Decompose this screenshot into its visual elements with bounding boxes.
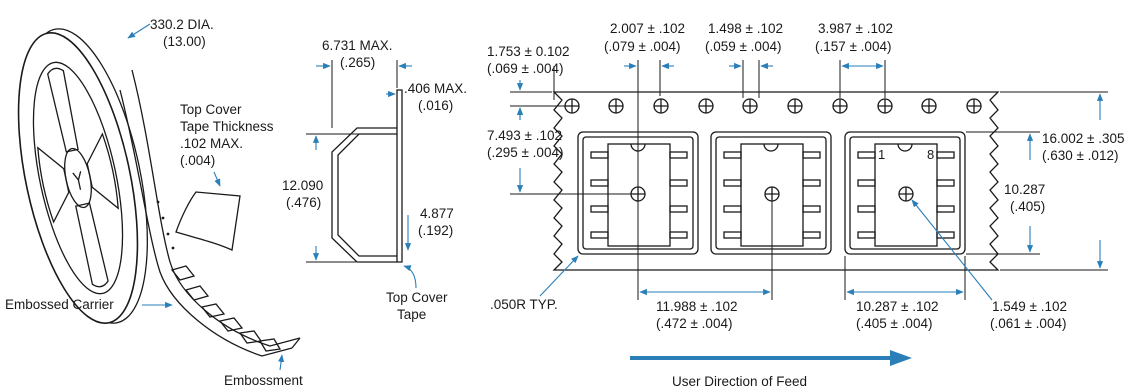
tape-outline bbox=[552, 91, 1000, 271]
reel-diameter-leader bbox=[127, 23, 151, 39]
feed-direction-arrow bbox=[630, 350, 912, 366]
cover-max-mm: .406 MAX. bbox=[404, 81, 467, 96]
cover-thickness-line1: Top Cover bbox=[180, 102, 242, 117]
pin-8-label: 8 bbox=[927, 147, 934, 162]
reel-sprocket-dots bbox=[156, 200, 175, 250]
pocket-width-in: (.405) bbox=[1010, 199, 1045, 214]
cover-thickness-line3: .102 MAX. bbox=[180, 136, 243, 151]
embossment-label: Embossment bbox=[224, 373, 303, 388]
sprocket-holes bbox=[564, 98, 982, 114]
reel-diameter-mm: 330.2 DIA. bbox=[150, 17, 214, 32]
height-mm: 12.090 bbox=[282, 178, 323, 193]
hole-to-center-in: (.295 ± .004) bbox=[487, 145, 563, 160]
cover-thickness-leader bbox=[213, 171, 221, 187]
peeled-cover-tape bbox=[175, 191, 241, 251]
reel-inner-ring bbox=[32, 61, 124, 295]
pocket-len-mm: 10.287 ± .102 bbox=[856, 299, 938, 314]
depth-in: (.192) bbox=[418, 223, 453, 238]
depth-mm: 4.877 bbox=[420, 206, 454, 221]
center-hole-mm: 1.549 ± .102 bbox=[992, 299, 1067, 314]
carrier-tape bbox=[552, 91, 1000, 271]
tape-width-mm: 16.002 ± .305 bbox=[1042, 131, 1124, 146]
radius-leader bbox=[539, 255, 579, 297]
width-max-mm: 6.731 MAX. bbox=[322, 38, 393, 53]
pocket-len-extension bbox=[844, 256, 966, 300]
cover-tape-line1: Top Cover bbox=[386, 290, 448, 305]
sprocket-offset-mm: 1.753 ± 0.102 bbox=[487, 44, 569, 59]
center-hole-leader bbox=[911, 199, 993, 301]
sprocket-hole bbox=[832, 98, 848, 114]
hole-to-center-mm: 7.493 ± .102 bbox=[487, 128, 562, 143]
height-in: (.476) bbox=[286, 195, 321, 210]
sprocket-hole bbox=[564, 98, 580, 114]
hole-pitch-in: (.157 ± .004) bbox=[815, 39, 891, 54]
pocket-pitch-in: (.472 ± .004) bbox=[656, 316, 732, 331]
hole-pitch-mm: 3.987 ± .102 bbox=[818, 21, 893, 36]
radius-label: .050R TYP. bbox=[490, 297, 558, 312]
sprocket-hole bbox=[787, 98, 803, 114]
sprocket-hole bbox=[608, 98, 624, 114]
sprocket-hole bbox=[921, 98, 937, 114]
width-max-extension bbox=[331, 60, 398, 128]
tape-width-in: (.630 ± .012) bbox=[1042, 148, 1118, 163]
top-extension-lines bbox=[553, 60, 886, 300]
sprocket-hole bbox=[653, 98, 669, 114]
height-extension bbox=[306, 133, 360, 263]
cross-section-profile bbox=[331, 89, 403, 263]
tape-width-extension bbox=[1000, 91, 1108, 271]
cover-tape-line2: Tape bbox=[397, 307, 426, 322]
embossed-carrier-label: Embossed Carrier bbox=[5, 297, 114, 312]
cover-max-in: (.016) bbox=[418, 98, 453, 113]
reel-front-flange bbox=[17, 32, 139, 324]
pitch-a-in: (.079 ± .004) bbox=[604, 39, 680, 54]
sprocket-offset-in: (.069 ± .004) bbox=[487, 61, 563, 76]
pocket-pitch-mm: 11.988 ± .102 bbox=[656, 299, 737, 314]
width-max-in: (.265) bbox=[340, 55, 375, 70]
carrier-pockets bbox=[170, 265, 282, 352]
center-hole-in: (.061 ± .004) bbox=[990, 316, 1066, 331]
cover-thickness-line2: Tape Thickness bbox=[180, 119, 274, 134]
tape-pocket-2 bbox=[710, 131, 832, 255]
reel-diameter-in: (13.00) bbox=[163, 34, 206, 49]
cover-thickness-line4: (.004) bbox=[180, 153, 215, 168]
embossment-leader bbox=[278, 354, 285, 371]
pin-1-label: 1 bbox=[878, 147, 885, 162]
tape-pocket-3 bbox=[844, 131, 966, 255]
pocket-width-extension bbox=[966, 131, 1040, 255]
feed-direction-label: User Direction of Feed bbox=[672, 374, 807, 389]
hole-dia-in: (.059 ± .004) bbox=[705, 39, 781, 54]
pocket-width-mm: 10.287 bbox=[1004, 182, 1045, 197]
sprocket-hole bbox=[877, 98, 893, 114]
reel-spokes bbox=[37, 67, 119, 288]
sprocket-hole bbox=[966, 98, 982, 114]
cover-tape-leader bbox=[403, 265, 417, 289]
sprocket-offset-dim bbox=[510, 91, 565, 107]
pocket-len-in: (.405 ± .004) bbox=[856, 316, 932, 331]
reel bbox=[17, 28, 301, 357]
hole-dia-mm: 1.498 ± .102 bbox=[708, 21, 783, 36]
unwound-tape bbox=[119, 69, 301, 357]
sprocket-hole bbox=[742, 98, 758, 114]
pitch-a-mm: 2.007 ± .102 bbox=[610, 21, 685, 36]
sprocket-hole bbox=[698, 98, 714, 114]
